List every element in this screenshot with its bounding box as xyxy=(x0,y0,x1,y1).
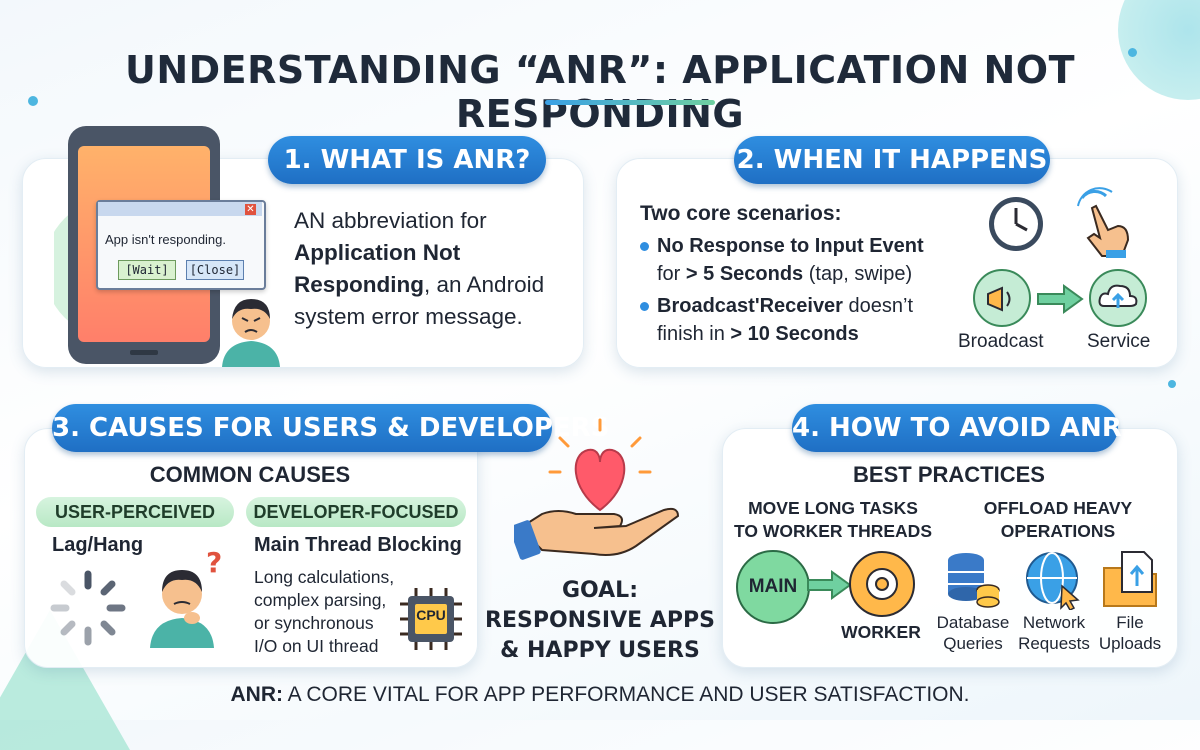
offload-heading: OFFLOAD HEAVY OPERATIONS xyxy=(958,497,1158,543)
bullet-dot xyxy=(640,302,649,312)
network-requests-label: Network Requests xyxy=(1012,612,1096,654)
database-queries-label: Database Queries xyxy=(928,612,1018,654)
definition-rest2: , an Android xyxy=(424,272,545,297)
col1-line2: TO WORKER THREADS xyxy=(733,521,932,541)
title-underline xyxy=(545,100,715,105)
details-line3: or synchronous xyxy=(254,613,374,633)
close-icon[interactable]: ✕ xyxy=(245,204,256,215)
frustrated-user-icon xyxy=(222,299,280,367)
scenario-input-timeout: No Response to Input Event for > 5 Secon… xyxy=(640,232,950,288)
lag-hang-label: Lag/Hang xyxy=(52,534,144,556)
dialog-titlebar xyxy=(98,202,262,216)
footer-rest: A CORE VITAL FOR APP PERFORMANCE AND USE… xyxy=(282,683,970,706)
scenario2-rest: doesn’t xyxy=(842,295,914,317)
scenario-broadcast-timeout: Broadcast'Receiver doesn’t finish in > 1… xyxy=(640,292,950,348)
scenario2-bold: Broadcast'Receiver xyxy=(657,295,843,317)
arrow-right-icon xyxy=(807,570,852,600)
developer-focused-pill: DEVELOPER-FOCUSED xyxy=(246,497,466,527)
scenario1-pre: for xyxy=(657,263,686,285)
col2-line1: OFFLOAD HEAVY xyxy=(983,498,1133,518)
loading-spinner-icon xyxy=(50,570,126,646)
worker-threads-heading: MOVE LONG TASKS TO WORKER THREADS xyxy=(730,497,936,543)
file-line2: Uploads xyxy=(1098,634,1162,653)
dot-decoration xyxy=(1168,380,1176,388)
megaphone-icon xyxy=(973,269,1031,327)
goal-line3: & HAPPY USERS xyxy=(500,638,700,663)
dot-decoration xyxy=(28,96,38,106)
footer-bold: ANR: xyxy=(230,683,283,706)
worker-label: WORKER xyxy=(841,622,921,642)
details-line4: I/O on UI thread xyxy=(254,636,379,656)
scenario1-bold2: > 5 Seconds xyxy=(685,263,804,285)
svg-text:?: ? xyxy=(206,548,222,579)
globe-icon xyxy=(1026,552,1080,610)
scenarios-intro: Two core scenarios: xyxy=(640,202,842,225)
dialog-message: App isn't responding. xyxy=(105,232,227,247)
database-icon xyxy=(948,553,1000,608)
details-line1: Long calculations, xyxy=(254,567,395,587)
heart-hand-icon xyxy=(514,418,680,560)
section4-header: 4. HOW TO AVOID ANR xyxy=(792,404,1122,452)
best-practices-heading: BEST PRACTICES xyxy=(853,462,1045,487)
main-thread-circle: MAIN xyxy=(736,550,810,624)
details-line2: complex parsing, xyxy=(254,590,387,610)
worker-gear-icon xyxy=(849,551,915,617)
bullet-dot xyxy=(640,242,649,252)
file-line1: File xyxy=(1116,613,1144,632)
page-title: UNDERSTANDING “ANR”: APPLICATION NOT RES… xyxy=(124,48,1076,136)
file-upload-icon xyxy=(1103,551,1157,607)
arrow-right-icon xyxy=(1037,284,1084,314)
broadcast-label: Broadcast xyxy=(958,331,1044,352)
col2-line2: OPERATIONS xyxy=(1000,521,1116,541)
net-line1: Network xyxy=(1022,613,1086,632)
col1-line1: MOVE LONG TASKS xyxy=(748,498,918,518)
cpu-chip-icon xyxy=(400,588,462,650)
tap-hand-icon xyxy=(1077,187,1130,258)
db-line1: Database xyxy=(936,613,1010,632)
close-button[interactable]: [Close] xyxy=(186,260,244,280)
clock-icon xyxy=(989,197,1043,251)
wait-button[interactable]: [Wait] xyxy=(118,260,176,280)
goal-line1: GOAL: xyxy=(561,578,638,603)
confused-user-icon: ? xyxy=(150,548,222,648)
user-perceived-pill: USER-PERCEIVED xyxy=(36,497,234,527)
definition-line4: system error message. xyxy=(294,304,523,329)
section1-header: 1. WHAT IS ANR? xyxy=(268,136,546,184)
avoid-anr-card xyxy=(722,428,1178,668)
section3-header: 3. CAUSES FOR USERS & DEVELOPERS xyxy=(52,404,609,452)
definition-bold1: Application Not xyxy=(294,240,461,265)
anr-definition: AN abbreviation for Application Not Resp… xyxy=(294,205,564,333)
cpu-label: CPU xyxy=(416,607,446,623)
footer-tagline: ANR: A CORE VITAL FOR APP PERFORMANCE AN… xyxy=(0,683,1200,707)
scenario1-rest: (tap, swipe) xyxy=(803,263,913,285)
goal-line2: RESPONSIVE APPS xyxy=(485,608,715,633)
dot-decoration xyxy=(1128,48,1137,57)
file-uploads-label: File Uploads xyxy=(1094,612,1166,654)
main-thread-blocking-label: Main Thread Blocking xyxy=(254,534,462,556)
cloud-upload-icon xyxy=(1089,269,1147,327)
scenario1-bold: No Response to Input Event xyxy=(657,235,924,257)
blocking-details: Long calculations, complex parsing, or s… xyxy=(254,566,394,658)
goal-statement: GOAL: RESPONSIVE APPS & HAPPY USERS xyxy=(484,576,716,666)
db-line2: Queries xyxy=(943,634,1003,653)
causes-card xyxy=(24,428,478,668)
service-label: Service xyxy=(1087,331,1151,352)
section2-header: 2. WHEN IT HAPPENS xyxy=(734,136,1050,184)
scenario2-pre: finish in xyxy=(657,323,731,345)
common-causes-heading: COMMON CAUSES xyxy=(149,462,351,487)
scenario2-bold2: > 10 Seconds xyxy=(730,323,859,345)
net-line2: Requests xyxy=(1018,634,1090,653)
definition-line1: AN abbreviation for xyxy=(294,208,487,233)
definition-bold2: Responding xyxy=(294,272,424,297)
